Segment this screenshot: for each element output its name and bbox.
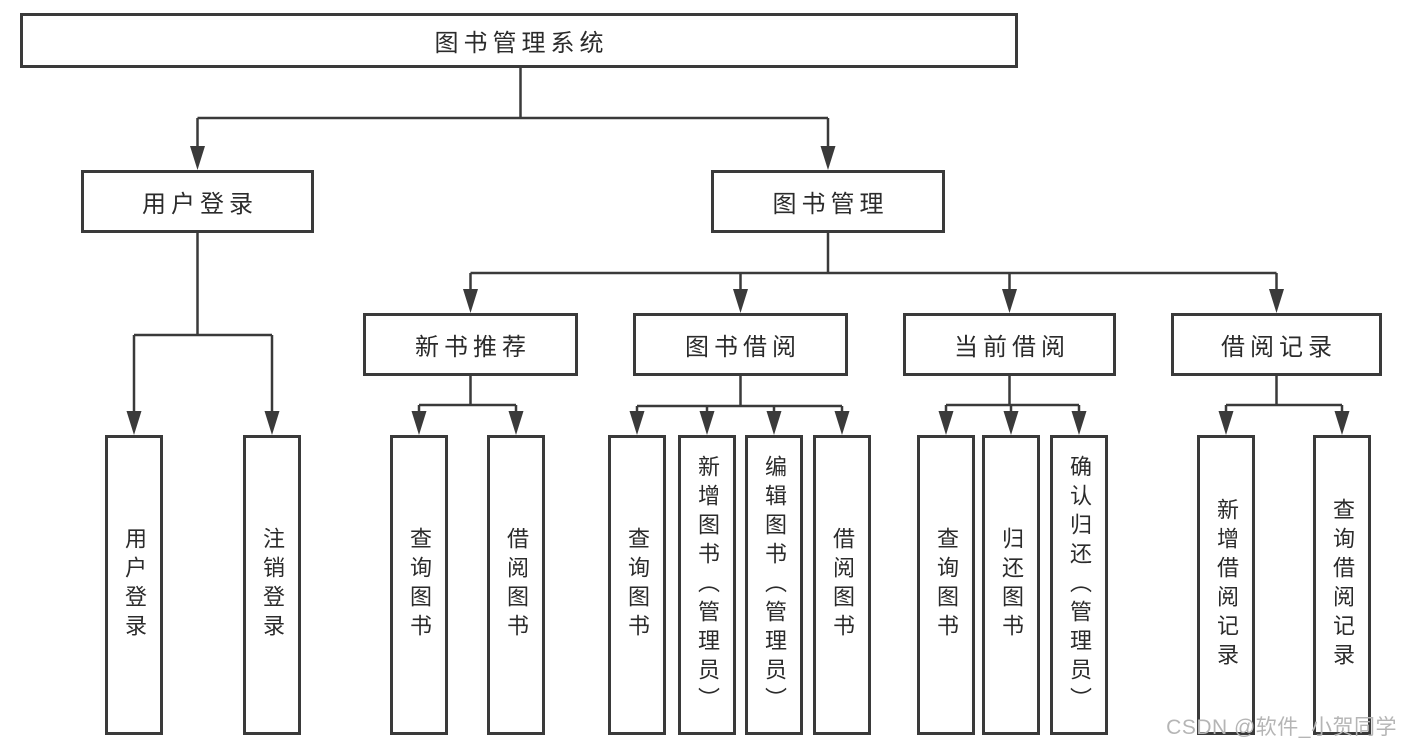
leaf-current-query-books: 查询图书 (917, 435, 975, 735)
leaf-borrow-edit-books-admin: 编辑图书（管理员） (745, 435, 803, 735)
leaf-records-query-borrow-record: 查询借阅记录 (1313, 435, 1371, 735)
csdn-watermark: CSDN @软件_小贺同学 (1166, 716, 1397, 739)
node-book-management-system: 图书管理系统 (20, 13, 1018, 68)
node-new-book-recommend: 新书推荐 (363, 313, 578, 376)
leaf-logout: 注销登录 (243, 435, 301, 735)
leaf-borrow-borrow-books: 借阅图书 (813, 435, 871, 735)
node-book-management-branch: 图书管理 (711, 170, 945, 233)
leaf-user-login: 用户登录 (105, 435, 163, 735)
leaf-current-confirm-return-admin: 确认归还（管理员） (1050, 435, 1108, 735)
node-borrowing-records: 借阅记录 (1171, 313, 1382, 376)
node-current-borrowing: 当前借阅 (903, 313, 1116, 376)
leaf-borrow-query-books: 查询图书 (608, 435, 666, 735)
leaf-current-return-books: 归还图书 (982, 435, 1040, 735)
node-user-login-branch: 用户登录 (81, 170, 314, 233)
leaf-records-add-borrow-record: 新增借阅记录 (1197, 435, 1255, 735)
leaf-newrec-query-books: 查询图书 (390, 435, 448, 735)
node-book-borrowing: 图书借阅 (633, 313, 848, 376)
leaf-newrec-borrow-books: 借阅图书 (487, 435, 545, 735)
leaf-borrow-add-books-admin: 新增图书（管理员） (678, 435, 736, 735)
